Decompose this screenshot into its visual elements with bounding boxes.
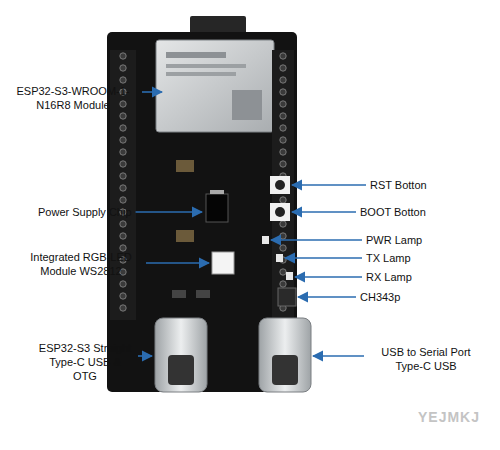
leader-arrow: [292, 184, 366, 186]
rx-led: [286, 272, 293, 280]
pin: [120, 137, 126, 143]
boot-button: [270, 203, 290, 221]
header: [272, 50, 294, 320]
usb-c-serial: [259, 318, 311, 392]
usb-c-port: [168, 355, 194, 385]
leader-arrow: [285, 257, 362, 259]
pin: [120, 281, 126, 287]
leader-arrow: [298, 296, 356, 298]
capacitor: [176, 230, 194, 242]
qr-code: [232, 90, 262, 120]
leader-arrow: [136, 211, 202, 213]
pin: [120, 77, 126, 83]
pin: [280, 65, 286, 71]
pin: [120, 293, 126, 299]
ch343-chip: [278, 288, 296, 306]
leader-arrow: [271, 239, 362, 241]
button-cap: [275, 207, 285, 217]
rst-button: [270, 176, 290, 194]
module-marking: [166, 64, 246, 68]
callout-label: RX Lamp: [366, 270, 412, 284]
pin: [280, 149, 286, 155]
module-marking: [166, 72, 236, 76]
pin: [280, 281, 286, 287]
pin: [280, 245, 286, 251]
resistor: [172, 290, 186, 298]
pin: [120, 233, 126, 239]
leader-arrow: [295, 276, 362, 278]
capacitor: [176, 160, 194, 172]
tx-led: [276, 254, 283, 262]
pwr-led: [262, 236, 269, 244]
rgb-led: [212, 252, 234, 274]
pin: [280, 269, 286, 275]
pin: [280, 233, 286, 239]
pin: [120, 113, 126, 119]
callout-label: Power Supply Chip: [38, 205, 132, 219]
pin: [120, 221, 126, 227]
pin: [280, 125, 286, 131]
usb-c-port: [272, 355, 298, 385]
pin: [120, 197, 126, 203]
module-marking: [166, 52, 226, 58]
pin: [120, 185, 126, 191]
pin: [280, 197, 286, 203]
power-chip: [206, 194, 228, 222]
pin: [120, 53, 126, 59]
pin: [280, 53, 286, 59]
pin-header-right: [272, 50, 294, 320]
pin: [280, 101, 286, 107]
callout-label: ESP32-S3-WROOM-1-N16R8 Module: [8, 84, 138, 112]
pin: [120, 161, 126, 167]
module-shield: [156, 40, 274, 132]
pin: [120, 245, 126, 251]
callout-label: BOOT Botton: [360, 205, 426, 219]
pin: [280, 161, 286, 167]
pin: [280, 113, 286, 119]
pin: [280, 137, 286, 143]
leader-arrow: [292, 211, 356, 213]
callout-label: RST Botton: [370, 178, 427, 192]
watermark: YEJMKJ: [418, 410, 480, 424]
callout-label: USB to Serial Port Type-C USB: [368, 345, 484, 373]
callout-label: ESP32-S3 Straight Type-C USB & OTG: [36, 341, 134, 383]
pin: [280, 221, 286, 227]
leader-arrow: [313, 355, 364, 357]
pin: [120, 305, 126, 311]
usb-c-otg: [155, 318, 207, 392]
pin: [120, 173, 126, 179]
leader-arrow: [138, 355, 152, 357]
leader-arrow: [142, 91, 162, 93]
pin: [120, 149, 126, 155]
leader-arrow: [146, 262, 209, 264]
pin: [280, 77, 286, 83]
pins: [120, 53, 286, 311]
resistor: [196, 290, 210, 298]
pin: [280, 89, 286, 95]
callout-label: CH343p: [360, 290, 400, 304]
callout-label: PWR Lamp: [366, 233, 422, 247]
pin: [120, 101, 126, 107]
pin: [120, 125, 126, 131]
callout-label: TX Lamp: [366, 251, 411, 265]
pin: [120, 65, 126, 71]
chip-pin: [210, 190, 224, 194]
callout-label: Integrated RGB-LED Module WS2812: [20, 250, 142, 278]
button-cap: [275, 180, 285, 190]
